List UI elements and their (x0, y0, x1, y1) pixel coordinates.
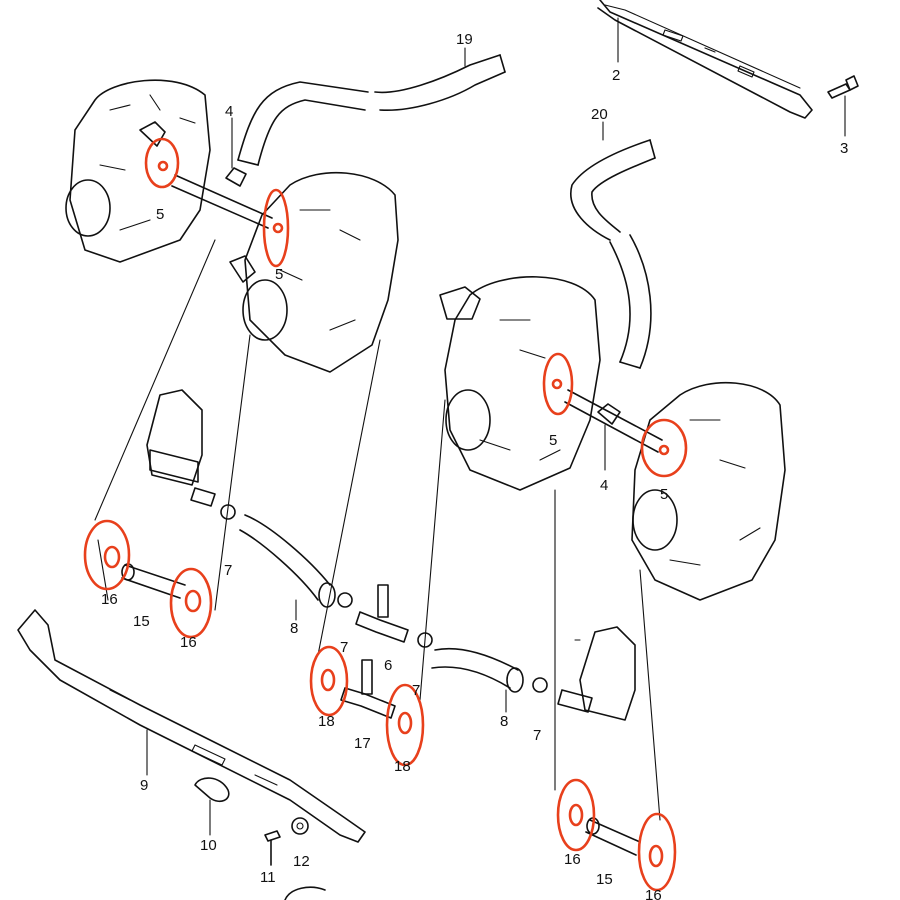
hose-part-20 (570, 121, 656, 369)
carburetor-2 (229, 171, 399, 373)
highlight-5-a (144, 137, 180, 189)
highlight-16-c (556, 778, 596, 852)
label-5-d: 5 (660, 486, 668, 503)
label-15-a: 15 (133, 613, 150, 630)
label-17: 17 (354, 735, 371, 752)
washer-ring-16-a (103, 545, 121, 569)
washer-ring-18-b (397, 711, 413, 735)
washer-ring-18-a (320, 668, 336, 692)
tee-fitting-part-6 (355, 584, 409, 643)
label-18-a: 18 (318, 713, 335, 730)
oring-5-c (551, 378, 563, 390)
highlight-16-a (83, 519, 131, 591)
fitting-left (146, 389, 216, 507)
label-5-b: 5 (275, 266, 283, 283)
highlight-18-a (309, 645, 349, 717)
hose-part-8-lower (431, 647, 524, 713)
label-5-c: 5 (549, 432, 557, 449)
washer-ring-16-b (184, 589, 202, 613)
label-16-a: 16 (101, 591, 118, 608)
label-12: 12 (293, 853, 310, 870)
label-11: 11 (260, 869, 276, 886)
washer-part-12 (291, 817, 309, 835)
oring-5-d (658, 444, 670, 456)
clip-part-10 (194, 777, 230, 836)
label-6: 6 (384, 657, 392, 674)
highlight-markers (83, 137, 688, 892)
label-16-b: 16 (180, 634, 197, 651)
fitting-right (557, 626, 636, 721)
hose-part-19 (237, 47, 506, 166)
label-15-b: 15 (596, 871, 613, 888)
washer-ring-16-d (648, 844, 664, 868)
hose-part-8-upper (239, 514, 336, 621)
label-7-c: 7 (412, 682, 420, 699)
carburetor-1 (65, 79, 211, 263)
highlight-5-c (542, 352, 574, 416)
label-5-a: 5 (156, 206, 164, 223)
label-8-b: 8 (500, 713, 508, 730)
rail-bracket-top (597, 0, 813, 119)
bracket-part-9 (17, 609, 366, 843)
highlight-5-d (640, 418, 688, 478)
label-20: 20 (591, 106, 608, 123)
oring-5-b (272, 222, 284, 234)
highlight-16-d (637, 812, 677, 892)
washer-ring-16-c (568, 803, 584, 827)
tee-pipe-upper (171, 117, 273, 229)
clamps-part-7 (220, 504, 548, 693)
label-8-a: 8 (290, 620, 298, 637)
label-16-d: 16 (645, 887, 662, 900)
label-4-upper: 4 (225, 103, 233, 120)
carburetor-4 (631, 381, 786, 601)
tee-fitting-part-17 (340, 659, 396, 719)
label-19: 19 (456, 31, 473, 48)
label-18-b: 18 (394, 758, 411, 775)
label-7-d: 7 (533, 727, 541, 744)
partial-part-bottom (284, 886, 326, 900)
screw-part-3 (827, 75, 859, 137)
label-3: 3 (840, 140, 848, 157)
highlight-18-b (385, 683, 425, 767)
label-7-b: 7 (340, 639, 348, 656)
carburetor-3 (439, 276, 601, 491)
part-labels: 19 2 3 20 4 5 5 5 5 4 7 7 7 7 16 15 16 8… (101, 31, 848, 900)
label-4-lower: 4 (600, 477, 608, 494)
highlight-16-b (169, 567, 213, 639)
highlight-5-b (262, 188, 290, 268)
label-7-a: 7 (224, 562, 232, 579)
label-16-c: 16 (564, 851, 581, 868)
label-2: 2 (612, 67, 620, 84)
leader-lines (94, 239, 661, 821)
oring-5-a (157, 160, 169, 172)
label-9: 9 (140, 777, 148, 794)
bolt-part-11 (264, 830, 281, 866)
label-10: 10 (200, 837, 217, 854)
